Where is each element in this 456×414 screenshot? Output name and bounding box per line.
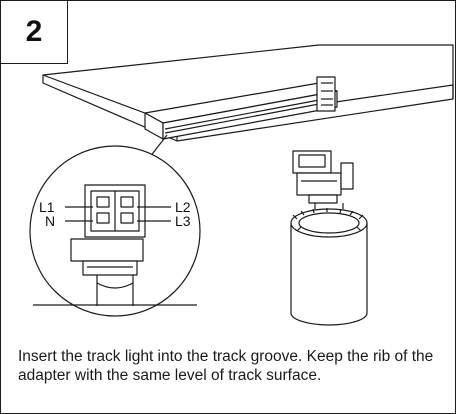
track-light-installation-diagram: L1 N L2 L3	[29, 44, 454, 326]
label-l1: L1	[39, 199, 55, 215]
label-l3: L3	[175, 213, 191, 229]
instruction-caption: Insert the track light into the track gr…	[18, 348, 434, 384]
step-number: 2	[25, 15, 43, 48]
step-badge: 2	[1, 1, 68, 64]
track-light	[290, 150, 368, 326]
label-n: N	[45, 213, 55, 229]
zoom-detail	[29, 145, 201, 317]
label-l2: L2	[175, 199, 191, 215]
track-rail	[144, 76, 338, 140]
ceiling-panel	[42, 44, 454, 142]
